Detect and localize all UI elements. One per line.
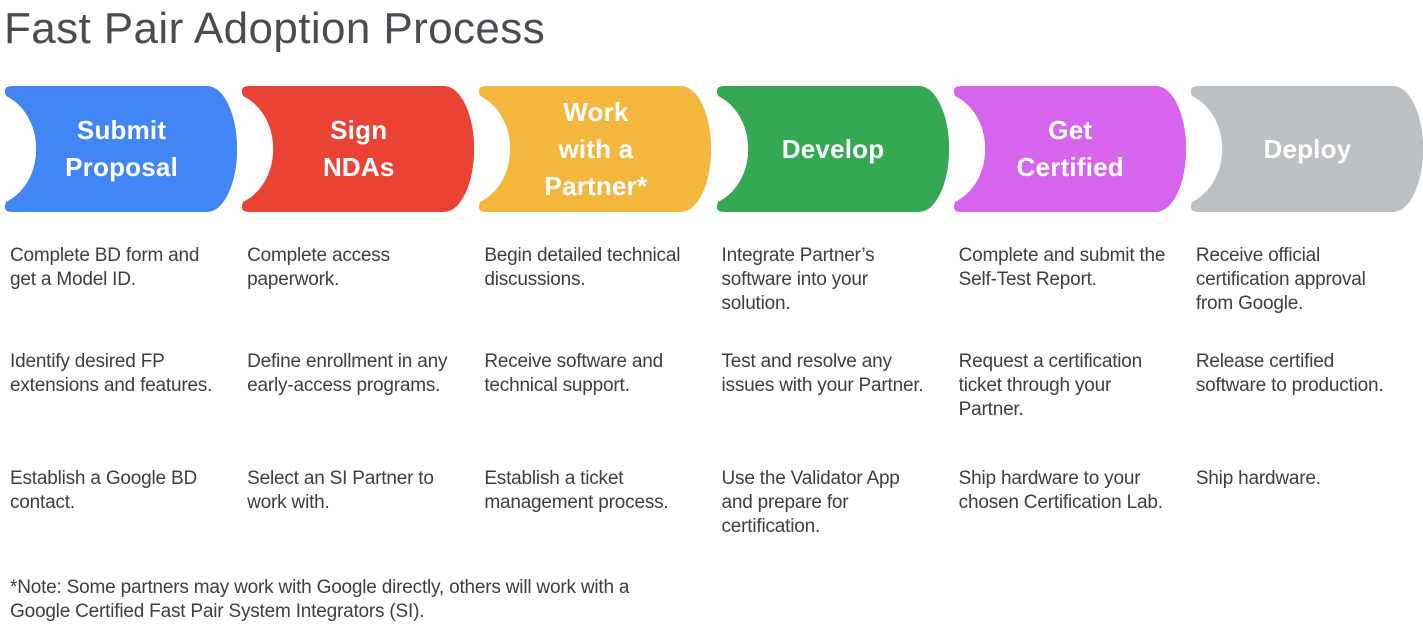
detail-text: Ship hardware. (1195, 468, 1321, 489)
step-pill-shape (4, 86, 238, 212)
pill-path (1190, 86, 1423, 212)
detail-text: Establish a ticket management process. (484, 468, 669, 513)
step-label: Develop (781, 133, 885, 164)
detail-text: Select an SI Partner to work with. (247, 468, 434, 513)
detail-text: Ship hardware to your chosen Certificati… (958, 468, 1163, 513)
step-label: Submit Proposal (65, 115, 178, 182)
detail-text: Establish a Google BD contact. (10, 468, 197, 513)
step-pill-shape (479, 86, 712, 212)
pill-path (4, 86, 238, 212)
pill-path (479, 86, 712, 212)
page-title: Fast Pair Adoption Process (4, 4, 546, 53)
detail-text: Complete access paperwork. (247, 245, 390, 290)
fast-pair-adoption-diagram: Fast Pair Adoption Process Submit Propos… (0, 4, 1423, 632)
detail-text: Begin detailed technical discussions. (484, 245, 681, 290)
step-pill-shape (242, 86, 475, 212)
detail-text: Receive software and technical support. (484, 351, 664, 396)
step-details-grid: Complete BD form and get a Model ID. Com… (0, 244, 1423, 576)
detail-text: Complete BD form and get a Model ID. (10, 245, 200, 290)
detail-text: Release certified software to production… (1195, 351, 1384, 396)
detail-text: Test and resolve any issues with your Pa… (721, 351, 924, 396)
step-get-certified: Get Certified (949, 86, 1186, 212)
step-pill-shape (716, 86, 949, 212)
footnote: *Note: Some partners may work with Googl… (10, 577, 630, 622)
step-submit-proposal: Submit Proposal (0, 86, 238, 212)
step-deploy: Deploy (1186, 86, 1423, 212)
pill-path (716, 86, 949, 212)
step-label: Work with a Partner* (544, 96, 648, 201)
step-sign-ndas: Sign NDAs (237, 86, 475, 212)
detail-text: Use the Validator App and prepare for ce… (721, 468, 900, 537)
step-pill-shape (953, 86, 1186, 212)
pill-path (242, 86, 475, 212)
step-label: Deploy (1263, 133, 1352, 164)
detail-text: Define enrollment in any early-access pr… (247, 351, 448, 396)
step-pill-shape (1190, 86, 1423, 212)
detail-text: Request a certification ticket through y… (958, 351, 1143, 420)
detail-text: Complete and submit the Self-Test Report… (958, 245, 1166, 290)
detail-text: Identify desired FP extensions and featu… (10, 351, 213, 396)
step-work-with-partner: Work with a Partner* (474, 86, 712, 212)
pill-path (953, 86, 1186, 212)
step-label: Get Certified (1016, 115, 1124, 182)
detail-text: Receive official certification approval … (1195, 245, 1366, 314)
detail-text: Integrate Partner’s software into your s… (721, 245, 875, 314)
process-steps-row: Submit Proposal Sign NDAs Work with a Pa… (0, 86, 1423, 212)
step-develop: Develop (712, 86, 949, 212)
step-label: Sign NDAs (322, 115, 395, 182)
